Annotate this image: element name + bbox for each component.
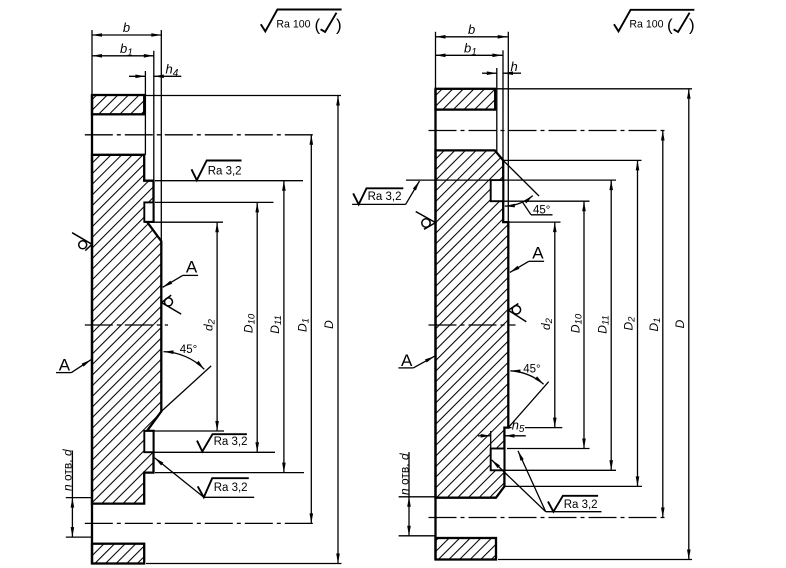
svg-text:D: D <box>322 320 336 329</box>
svg-text:A: A <box>186 257 198 276</box>
svg-text:D: D <box>673 319 687 328</box>
svg-text:): ) <box>336 16 342 35</box>
svg-text:): ) <box>689 16 695 35</box>
svg-text:Ra 3,2: Ra 3,2 <box>214 482 248 494</box>
svg-text:h: h <box>511 59 518 74</box>
svg-text:Ra 3,2: Ra 3,2 <box>368 191 402 203</box>
svg-text:n отв. d: n отв. d <box>60 449 74 491</box>
svg-text:45°: 45° <box>533 205 550 217</box>
svg-text:(: ( <box>315 16 321 35</box>
svg-text:Ra 100: Ra 100 <box>276 19 310 31</box>
svg-text:n отв. d: n отв. d <box>397 453 411 495</box>
svg-text:Ra 100: Ra 100 <box>629 19 663 31</box>
svg-text:Ra 3,2: Ra 3,2 <box>208 165 242 177</box>
svg-text:b: b <box>123 20 130 35</box>
svg-text:A: A <box>532 244 544 263</box>
svg-text:45°: 45° <box>523 363 540 375</box>
svg-text:b: b <box>468 22 475 37</box>
svg-text:45°: 45° <box>180 344 197 356</box>
svg-text:(: ( <box>667 16 673 35</box>
svg-text:A: A <box>401 351 413 370</box>
svg-text:Ra 3,2: Ra 3,2 <box>564 499 598 511</box>
svg-text:Ra 3,2: Ra 3,2 <box>214 436 248 448</box>
svg-text:A: A <box>59 356 71 375</box>
